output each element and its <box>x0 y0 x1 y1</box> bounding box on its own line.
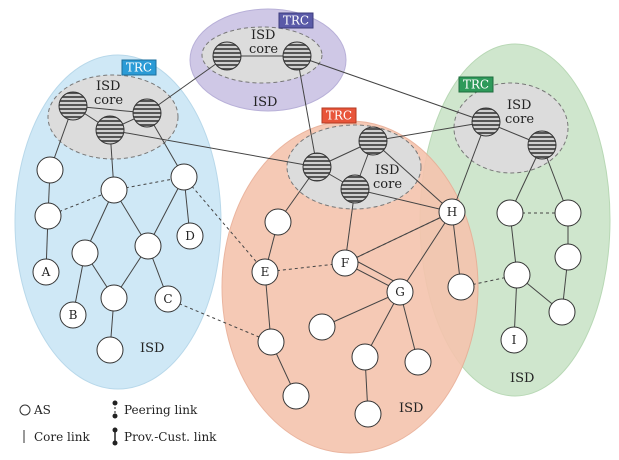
as-node-b <box>59 301 87 329</box>
node-label-g: G <box>395 285 405 299</box>
as-node <box>96 336 124 364</box>
node-label-e: E <box>261 265 270 279</box>
as-node <box>554 199 582 227</box>
node-label-c: C <box>163 292 172 306</box>
as-node <box>257 328 285 356</box>
isd-core-labels: ISD core ISD core ISD core ISD core <box>94 28 534 192</box>
legend-peering-link-icon <box>112 400 118 419</box>
legend-peering-link-label: Peering link <box>124 403 198 417</box>
legend-core-link-label: Core link <box>34 430 90 444</box>
trc-badge-center <box>321 107 357 124</box>
node-labels: A B C D E F G H I <box>41 205 517 347</box>
core-label-center-line2: core <box>373 177 402 192</box>
trc-label-top: TRC <box>283 14 309 28</box>
as-node <box>447 273 475 301</box>
trc-badges: TRC TRC TRC TRC <box>121 12 494 124</box>
as-node <box>264 208 292 236</box>
as-node <box>282 382 310 410</box>
isd-label-right: ISD <box>510 371 534 386</box>
isd-label-left: ISD <box>140 341 164 356</box>
node-label-a: A <box>41 265 51 279</box>
as-node <box>503 261 531 289</box>
legend-as-icon <box>19 404 31 416</box>
core-as-node <box>282 41 312 71</box>
core-as-node <box>527 130 557 160</box>
as-node <box>404 348 432 376</box>
as-node-a <box>32 258 60 286</box>
as-node <box>548 298 576 326</box>
core-label-top-line1: ISD <box>251 28 275 43</box>
isd-core-center <box>286 124 422 210</box>
isd-label-top: ISD <box>253 95 277 110</box>
as-node <box>71 239 99 267</box>
node-label-h: H <box>447 205 457 219</box>
core-as-node <box>340 174 370 204</box>
core-label-right-line2: core <box>505 112 534 127</box>
isd-label-center: ISD <box>399 401 423 416</box>
as-node <box>308 313 336 341</box>
core-label-center-line1: ISD <box>375 163 399 178</box>
node-label-i: I <box>512 333 517 347</box>
as-node <box>354 400 382 428</box>
as-node-c <box>154 285 182 313</box>
as-node-d <box>176 222 204 250</box>
trc-badge-top <box>278 12 314 29</box>
as-node-g <box>386 278 414 306</box>
core-as-node <box>58 91 88 121</box>
as-node-f <box>331 249 359 277</box>
as-node <box>34 202 62 230</box>
as-node <box>134 232 162 260</box>
trc-label-center: TRC <box>326 109 352 123</box>
core-as-node <box>358 126 388 156</box>
core-as-node <box>302 152 332 182</box>
as-node <box>496 199 524 227</box>
isd-labels: ISD ISD ISD ISD <box>140 95 534 416</box>
core-label-left-line2: core <box>94 93 123 108</box>
core-label-left-line1: ISD <box>96 79 120 94</box>
core-label-right-line1: ISD <box>507 98 531 113</box>
trc-badge-left <box>121 59 157 76</box>
core-as-node <box>212 41 242 71</box>
as-node <box>170 163 198 191</box>
node-label-f: F <box>341 256 349 270</box>
legend-as-label: AS <box>33 403 51 417</box>
core-as-nodes <box>58 41 557 204</box>
as-node-e <box>251 258 279 286</box>
isd-core-right <box>453 82 569 174</box>
as-node <box>36 156 64 184</box>
node-label-b: B <box>69 308 78 322</box>
legend-prov-cust-link-label: Prov.-Cust. link <box>124 430 217 444</box>
trc-label-right: TRC <box>463 78 489 92</box>
as-node-i <box>500 326 528 354</box>
core-as-node <box>132 98 162 128</box>
node-label-d: D <box>185 229 195 243</box>
as-node <box>351 343 379 371</box>
core-label-top-line2: core <box>249 42 278 57</box>
as-nodes <box>32 156 582 428</box>
trc-label-left: TRC <box>126 61 152 75</box>
as-node <box>100 176 128 204</box>
legend-prov-cust-link-icon <box>112 427 118 446</box>
core-as-node <box>95 115 125 145</box>
as-node-h <box>438 198 466 226</box>
core-as-node <box>471 107 501 137</box>
as-node <box>100 284 128 312</box>
as-node <box>554 243 582 271</box>
trc-badge-right <box>458 76 494 93</box>
legend: AS Core link Peering link Prov.-Cust. li… <box>19 400 217 446</box>
